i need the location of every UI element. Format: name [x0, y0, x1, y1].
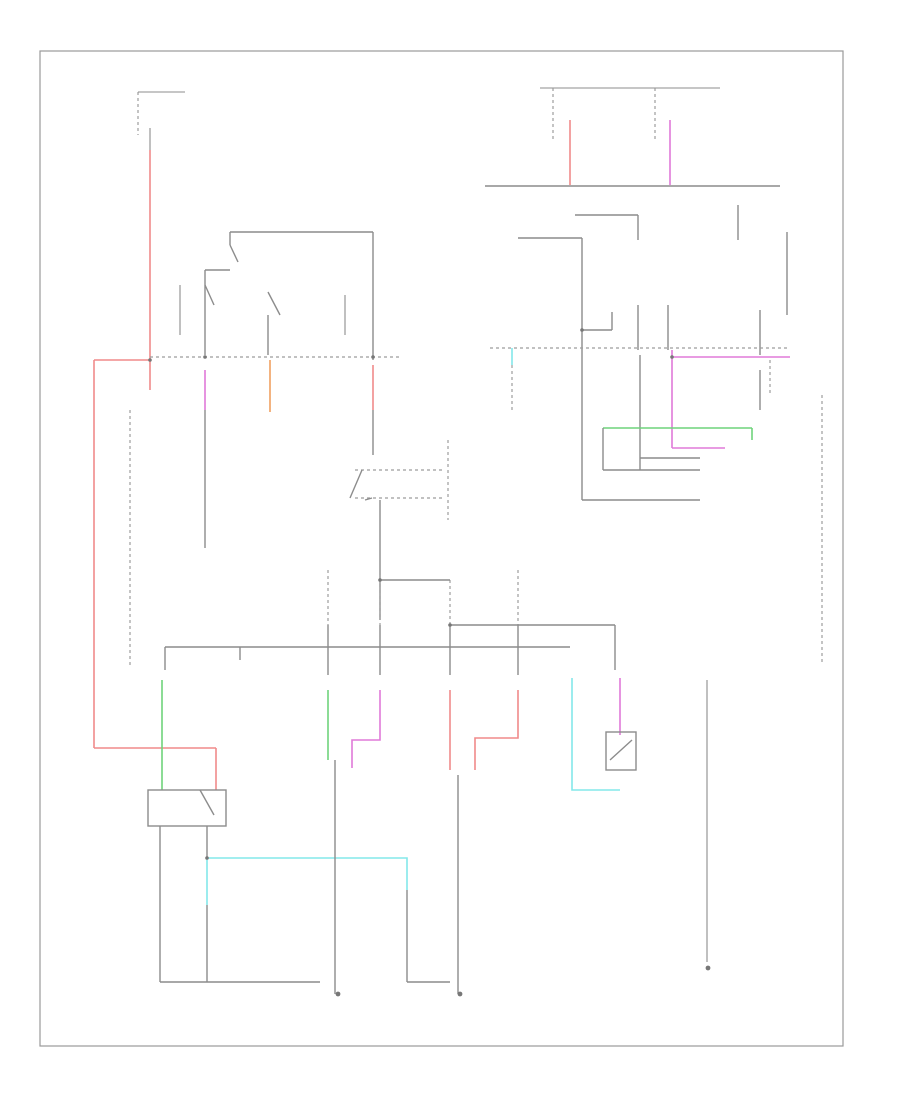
ground-points — [335, 965, 711, 997]
hot-at-all-times-feed — [93, 91, 217, 790]
lamp-feed-wires — [161, 678, 637, 791]
fog-light-switch-box — [605, 731, 637, 771]
headlight-dimmer-switch — [349, 440, 449, 620]
instrument-cluster-feed — [485, 87, 823, 665]
diagram-border — [39, 50, 844, 1047]
splice-points — [148, 328, 674, 860]
fuse-row — [164, 570, 616, 675]
fog-lamp-circuit — [147, 680, 708, 994]
headlight-switch — [129, 231, 400, 665]
